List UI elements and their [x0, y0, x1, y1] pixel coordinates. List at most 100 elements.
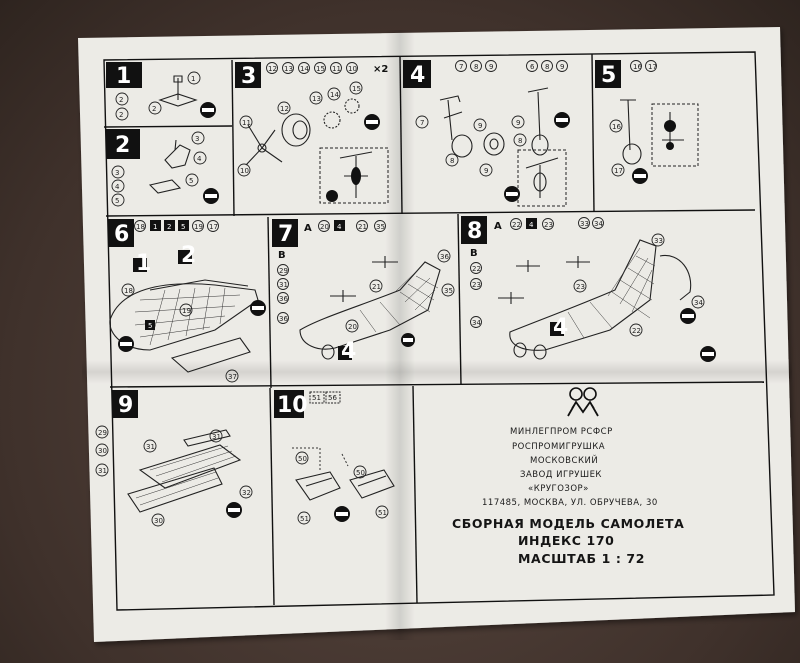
svg-text:51: 51 [300, 515, 309, 523]
fuselage-mesh [567, 247, 656, 339]
svg-text:4: 4 [115, 183, 120, 191]
step-4: 4 7 8 9 6 8 9 7 8 9 9 8 9 [403, 60, 570, 207]
step-7-parts-header: 20 4 21 35 [318, 220, 386, 232]
svg-text:18: 18 [136, 223, 145, 231]
maker-line-3: МОСКОВСКИЙ [530, 454, 598, 466]
step-7: 7 A 20 4 21 35 B 29 31 36 36 36 21 35 20… [272, 219, 455, 364]
svg-text:22: 22 [632, 327, 641, 335]
step-9-number: 9 [118, 393, 133, 418]
svg-text:15: 15 [352, 85, 361, 93]
step-3-multiplier: ×2 [373, 64, 388, 75]
step-3: 3 12 13 14 15 11 10 ×2 11 12 13 14 15 10 [235, 62, 389, 204]
svg-text:22: 22 [512, 221, 521, 229]
svg-text:2: 2 [119, 111, 123, 119]
step-2-number: 2 [115, 133, 130, 158]
svg-text:50: 50 [298, 455, 307, 463]
svg-text:11: 11 [332, 65, 341, 73]
svg-text:4: 4 [341, 339, 356, 364]
svg-text:9: 9 [484, 167, 488, 175]
svg-text:5: 5 [148, 322, 152, 330]
svg-text:7: 7 [420, 119, 424, 127]
step-7-number: 7 [278, 222, 293, 247]
svg-text:21: 21 [358, 223, 367, 231]
svg-text:15: 15 [316, 65, 325, 73]
svg-text:8: 8 [450, 157, 454, 165]
svg-text:2: 2 [119, 96, 123, 104]
svg-text:19: 19 [182, 307, 191, 315]
svg-text:1: 1 [136, 251, 151, 276]
svg-text:9: 9 [489, 63, 493, 71]
step-10: 10 51 56 50 50 51 51 [274, 390, 395, 525]
step-5-number: 5 [601, 63, 616, 88]
svg-text:6: 6 [530, 63, 535, 71]
step-9: 9 29 30 31 31 31 32 30 [95, 390, 253, 527]
svg-text:31: 31 [146, 443, 155, 451]
step-6: 6 18 1 2 5 19 17 1 2 18 19 5 37 [108, 219, 266, 383]
svg-text:10: 10 [240, 167, 249, 175]
svg-text:36: 36 [279, 295, 288, 303]
svg-text:23: 23 [544, 221, 553, 229]
product-title: СБОРНАЯ МОДЕЛЬ САМОЛЕТА [452, 516, 684, 531]
fold-crease-horizontal [82, 360, 792, 384]
svg-text:17: 17 [614, 167, 623, 175]
svg-text:31: 31 [98, 467, 107, 475]
fuselage-mesh [134, 286, 241, 346]
svg-text:35: 35 [444, 287, 453, 295]
svg-text:23: 23 [472, 281, 481, 289]
svg-text:9: 9 [516, 119, 520, 127]
svg-text:4: 4 [337, 223, 342, 231]
svg-text:5: 5 [181, 223, 185, 231]
step-3-number: 3 [241, 64, 256, 89]
svg-text:19: 19 [194, 223, 203, 231]
svg-text:4: 4 [553, 315, 568, 340]
svg-text:50: 50 [356, 469, 365, 477]
step-4-parts-header-b: 6 8 9 [526, 60, 568, 72]
svg-text:29: 29 [279, 267, 288, 275]
svg-text:8: 8 [474, 63, 478, 71]
svg-text:20: 20 [320, 223, 329, 231]
svg-text:31: 31 [279, 281, 288, 289]
svg-text:11: 11 [242, 119, 251, 127]
kids-logo [567, 387, 599, 417]
svg-text:17: 17 [209, 223, 218, 231]
step-8-number: 8 [467, 219, 482, 244]
step-2: 2 3 4 5 3 4 5 [106, 129, 219, 207]
svg-text:5: 5 [115, 197, 119, 205]
svg-text:14: 14 [300, 65, 309, 73]
maker-line-2: РОСПРОМИГРУШКА [512, 442, 605, 452]
svg-text:16: 16 [633, 63, 642, 71]
svg-text:36: 36 [440, 253, 449, 261]
step-6-number: 6 [114, 222, 129, 247]
svg-text:5: 5 [189, 177, 193, 185]
paper-sheet [78, 27, 795, 642]
svg-text:8: 8 [545, 63, 549, 71]
step-7-variant-b: B [278, 250, 286, 261]
svg-text:33: 33 [654, 237, 663, 245]
svg-text:36: 36 [279, 315, 288, 323]
step-1: 1 2 2 1 2 [106, 62, 216, 121]
step-1-number: 1 [116, 64, 131, 89]
maker-line-4: ЗАВОД ИГРУШЕК [520, 470, 602, 480]
step-8-variant-b: B [470, 248, 478, 259]
instruction-grid [103, 51, 775, 611]
svg-text:17: 17 [648, 63, 657, 71]
svg-text:35: 35 [376, 223, 385, 231]
svg-text:2: 2 [152, 105, 156, 113]
glue-icon [326, 190, 338, 202]
product-scale: МАСШТАБ 1 : 72 [518, 551, 645, 566]
step-4-number: 4 [410, 63, 425, 88]
svg-text:21: 21 [372, 283, 381, 291]
step-3-parts-header: 12 13 14 15 11 10 [266, 62, 358, 74]
step-6-parts-header: 18 1 2 5 19 17 [134, 220, 219, 232]
svg-text:13: 13 [312, 95, 321, 103]
svg-text:14: 14 [330, 91, 339, 99]
svg-text:12: 12 [268, 65, 277, 73]
maker-address: 117485, МОСКВА, УЛ. ОБРУЧЕВА, 30 [482, 498, 658, 508]
svg-text:31: 31 [212, 433, 221, 441]
svg-text:10: 10 [348, 65, 357, 73]
svg-text:4: 4 [197, 155, 202, 163]
step-8: 8 A 22 4 23 33 34 B 22 23 34 33 23 34 22… [461, 216, 716, 362]
svg-text:29: 29 [98, 429, 107, 437]
svg-text:18: 18 [124, 287, 133, 295]
fuselage-mesh [359, 267, 439, 333]
